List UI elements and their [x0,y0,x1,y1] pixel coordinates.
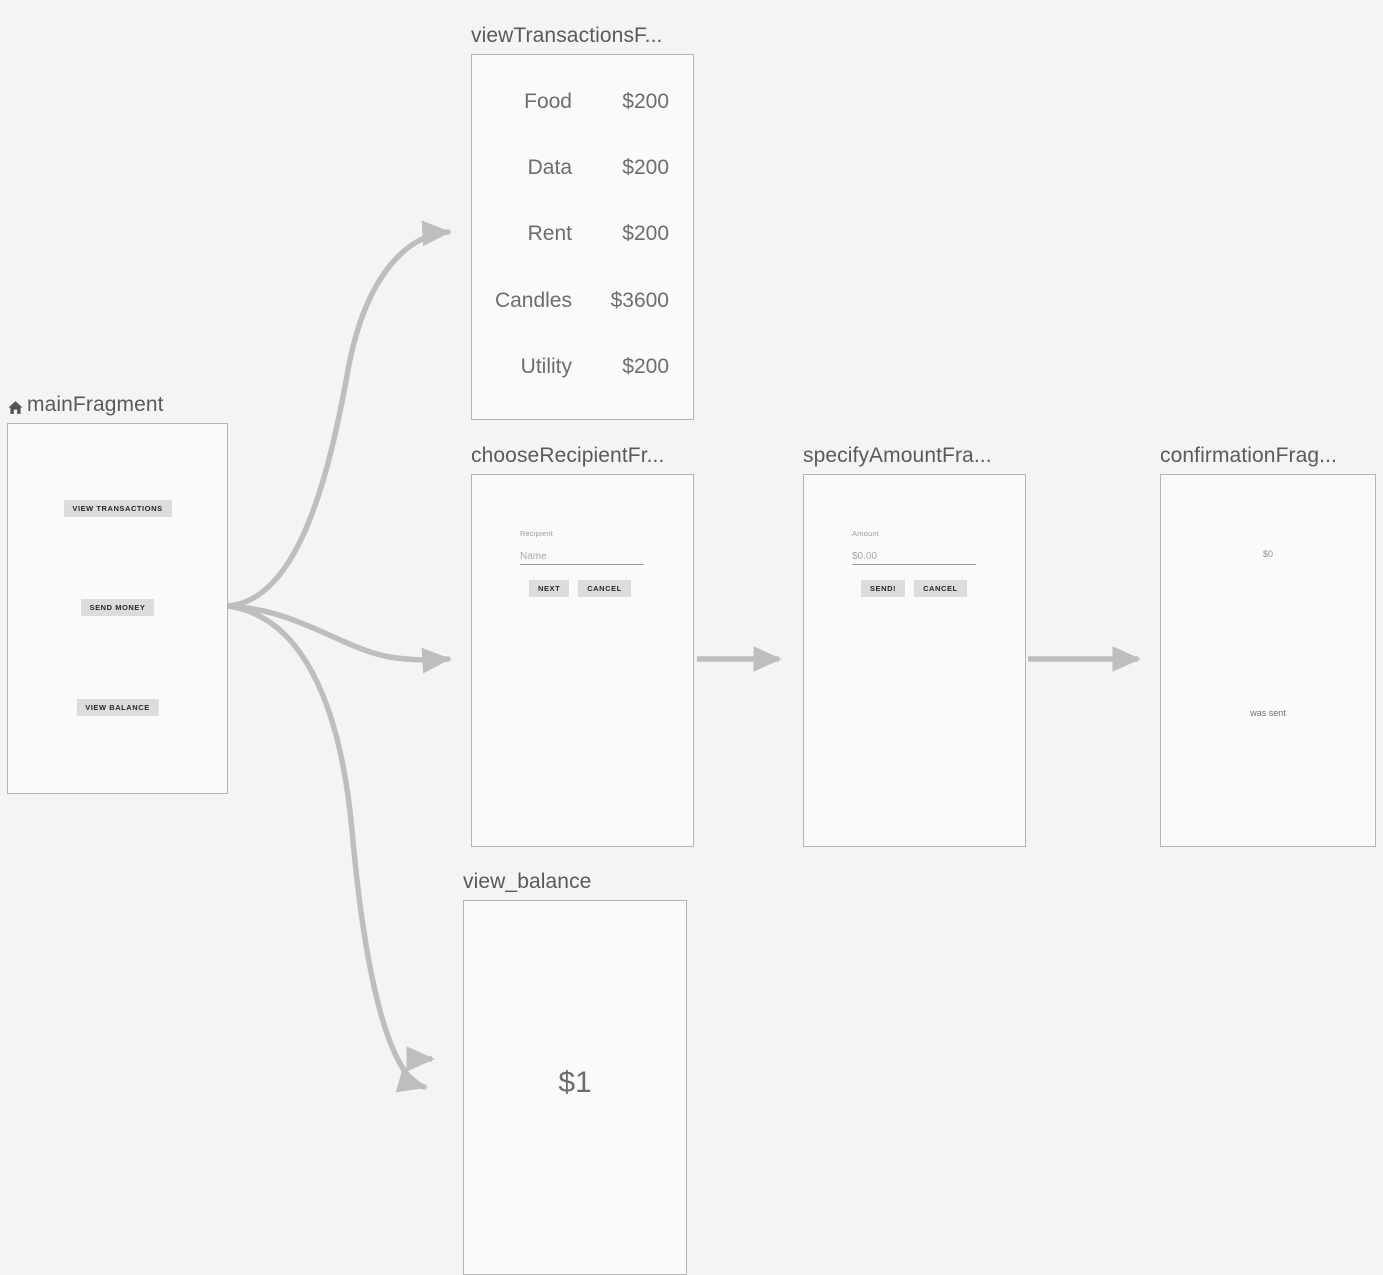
preview-button-view-balance[interactable]: VIEW BALANCE [76,699,159,716]
node-view-balance[interactable]: view_balance $1 [463,870,687,1275]
transaction-label: Data [527,156,572,179]
send-button[interactable]: SEND! [861,580,906,597]
recipient-field-label: Recipient [520,529,554,538]
next-button[interactable]: NEXT [529,580,570,597]
node-main-fragment-title: mainFragment [7,393,164,417]
node-specify-amount-frame [803,474,1026,847]
transaction-amount: $200 [622,90,669,113]
amount-form-actions: SEND! CANCEL [852,580,982,597]
transaction-amount: $200 [622,156,669,179]
transaction-amount: $200 [622,355,669,378]
node-view-balance-title: view_balance [463,870,592,893]
node-confirmation-frame [1160,474,1376,847]
confirmation-amount: $0 [1262,549,1273,559]
amount-input[interactable]: $0.00 [852,551,976,565]
node-view-transactions-fragment[interactable]: viewTransactionsF... Food $200 Data $200… [471,24,694,420]
cancel-button[interactable]: CANCEL [914,580,967,597]
preview-button-view-transactions[interactable]: VIEW TRANSACTIONS [63,500,172,517]
preview-button-send-money[interactable]: SEND MONEY [80,599,155,616]
amount-form: Amount $0.00 SEND! CANCEL [852,529,982,597]
cancel-button[interactable]: CANCEL [578,580,631,597]
node-confirmation-fragment[interactable]: confirmationFrag... $0 was sent [1160,444,1376,847]
amount-field-label: Amount [852,529,880,538]
transaction-amount: $3600 [610,289,669,312]
node-view-transactions-frame [471,54,694,420]
home-icon [7,398,24,415]
node-choose-recipient-frame [471,474,694,847]
transaction-label: Candles [494,289,572,312]
node-main-fragment[interactable]: mainFragment VIEW TRANSACTIONS SEND MONE… [7,393,228,794]
recipient-form-actions: NEXT CANCEL [520,580,650,597]
node-specify-amount-title: specifyAmountFra... [803,444,992,467]
transaction-label: Rent [527,222,572,245]
node-choose-recipient-fragment[interactable]: chooseRecipientFr... Recipient Name NEXT… [471,444,694,847]
edge-main-to-recipient [225,603,451,674]
confirmation-message: was sent [1250,708,1286,718]
node-specify-amount-fragment[interactable]: specifyAmountFra... Amount $0.00 SEND! C… [803,444,1026,847]
transaction-label: Food [524,90,572,113]
transaction-amount: $200 [622,222,669,245]
edge-main-to-balance [225,603,427,1093]
balance-amount: $1 [558,1066,592,1099]
node-main-fragment-frame [7,423,228,794]
transaction-label: Utility [520,355,572,378]
recipient-form: Recipient Name NEXT CANCEL [520,529,650,597]
node-confirmation-title: confirmationFrag... [1160,444,1337,467]
node-view-balance-frame [463,900,687,1275]
recipient-name-input[interactable]: Name [520,551,644,565]
edge-main-to-transactions [225,220,451,609]
node-choose-recipient-title: chooseRecipientFr... [471,444,665,467]
node-main-fragment-label: mainFragment [27,393,164,416]
node-view-transactions-title: viewTransactionsF... [471,24,663,47]
